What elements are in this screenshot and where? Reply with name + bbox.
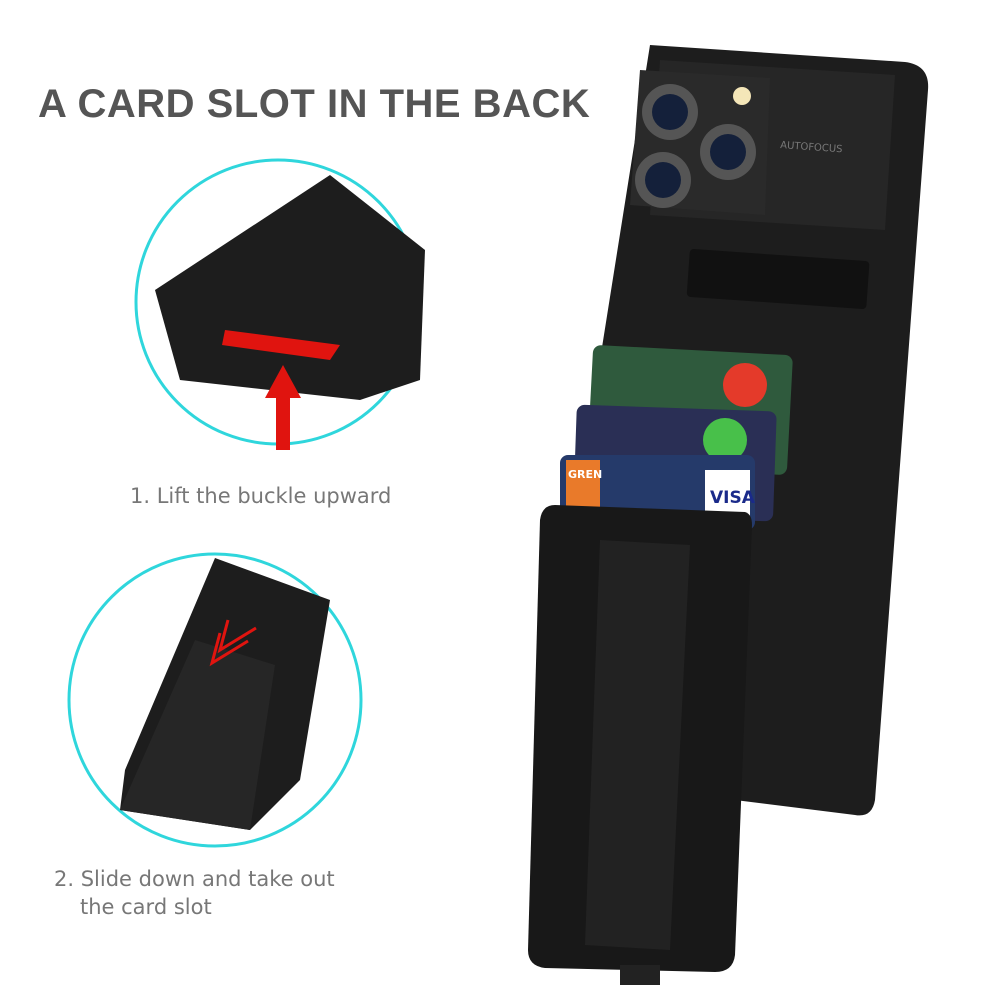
credit-cards: GREN VISA [560, 345, 793, 530]
step-2-line-2: the card slot [80, 895, 212, 919]
detail-circle-buckle [134, 158, 425, 450]
chevron-down-icon [209, 619, 257, 667]
detail-circle-slide [67, 552, 363, 848]
step-1-caption: 1. Lift the buckle upward [130, 484, 392, 508]
visa-logo: VISA [710, 488, 756, 508]
phone-case: AUTOFOCUS GREN VISA [528, 45, 929, 985]
page-title: A CARD SLOT IN THE BACK [38, 82, 591, 126]
camera-module: AUTOFOCUS [630, 70, 843, 215]
arrow-up-icon [265, 365, 301, 450]
step-2-caption: 2. Slide down and take out the card slot [54, 865, 335, 921]
step-2-line-1: 2. Slide down and take out [54, 867, 335, 891]
autofocus-marking: AUTOFOCUS [780, 140, 843, 155]
card-text-marking: GREN [568, 468, 602, 481]
